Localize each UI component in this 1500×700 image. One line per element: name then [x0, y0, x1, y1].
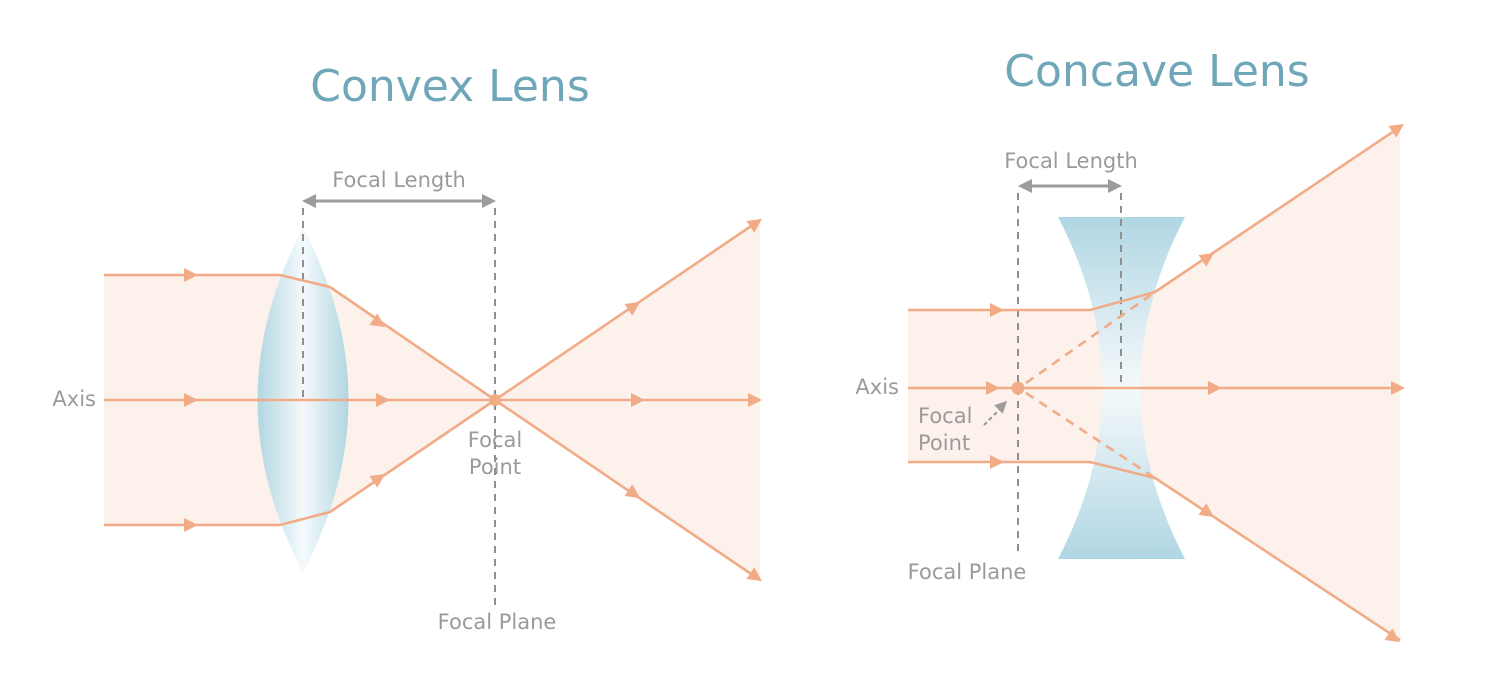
ray-arrow	[1198, 253, 1214, 267]
convex-focal-point-label-line2: Point	[469, 455, 521, 479]
ray-arrow	[746, 219, 762, 233]
concave-focal-length-arrow-right	[1108, 179, 1122, 193]
concave-beam-region	[908, 127, 1400, 640]
concave-focal-point-pointer	[983, 408, 1001, 426]
concave-focal-point-dot	[1011, 381, 1025, 395]
ray-arrow	[1391, 381, 1405, 395]
ray-arrow	[631, 393, 645, 407]
ray-arrow	[746, 567, 762, 581]
ray-arrow	[1384, 628, 1400, 642]
convex-ray-top	[104, 218, 761, 402]
concave-focal-point-label-line2: Point	[918, 431, 970, 455]
ray-arrow	[184, 393, 198, 407]
concave-lens-diagram: Concave Lens Focal Length	[855, 46, 1405, 642]
ray-arrow	[1198, 503, 1214, 517]
ray-arrow	[369, 313, 385, 327]
ray-arrow	[990, 303, 1004, 317]
convex-ray-bottom	[104, 398, 761, 582]
convex-focal-length-arrow-right	[482, 194, 496, 208]
concave-axis-label: Axis	[855, 375, 899, 399]
concave-virtual-ray-top	[1025, 290, 1156, 385]
concave-focal-length-arrow-left	[1018, 179, 1032, 193]
ray-arrow	[990, 455, 1004, 469]
ray-arrow	[1388, 124, 1404, 138]
ray-arrow	[986, 381, 1000, 395]
concave-virtual-ray-bottom	[1025, 391, 1156, 480]
ray-arrow	[748, 393, 762, 407]
ray-arrow	[624, 302, 640, 316]
convex-focal-plane-label: Focal Plane	[438, 610, 557, 634]
ray-arrow	[1208, 381, 1222, 395]
convex-axis-label: Axis	[52, 387, 96, 411]
ray-arrow	[376, 393, 390, 407]
convex-focal-point-dot	[489, 394, 501, 406]
ray-arrow	[624, 484, 640, 498]
concave-focal-point-label-line1: Focal	[918, 404, 972, 428]
ray-arrow	[184, 518, 198, 532]
concave-title: Concave Lens	[1004, 46, 1309, 97]
ray-arrow	[184, 268, 198, 282]
convex-lens-diagram: Convex Lens Focal Length Axis	[52, 61, 762, 634]
ray-arrow	[369, 474, 385, 488]
convex-focal-length-arrow-left	[302, 194, 316, 208]
convex-focal-point-label-line1: Focal	[468, 428, 522, 452]
convex-focal-length-label: Focal Length	[332, 168, 466, 192]
concave-focal-length-label: Focal Length	[1004, 149, 1138, 173]
convex-title: Convex Lens	[310, 61, 590, 112]
concave-focal-plane-label: Focal Plane	[908, 560, 1027, 584]
